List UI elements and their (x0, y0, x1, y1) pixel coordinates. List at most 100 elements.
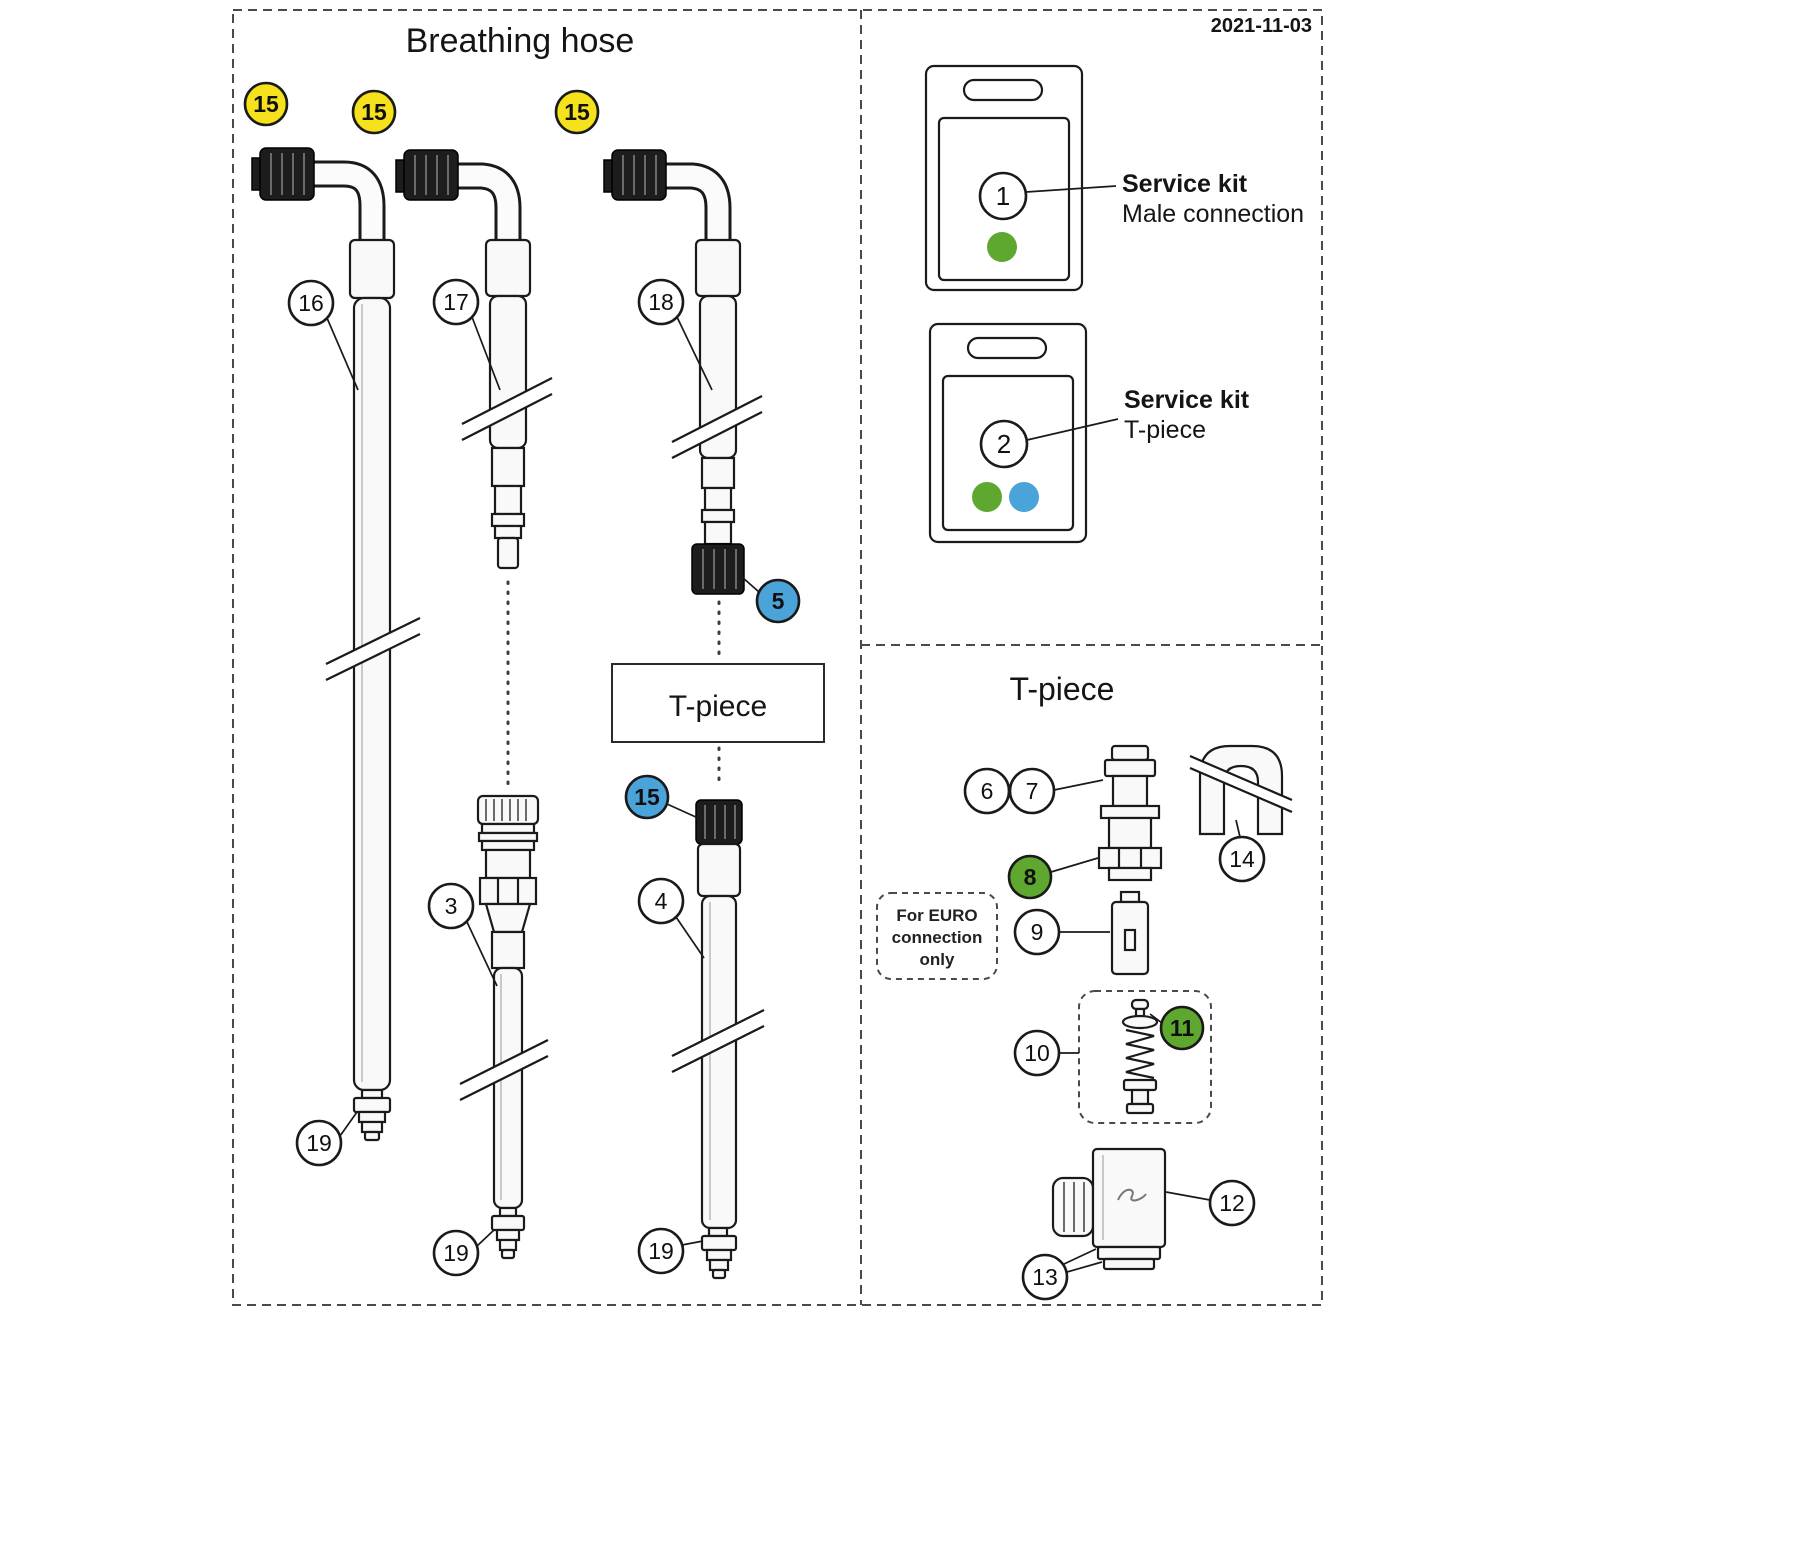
callout-4: 4 (637, 877, 705, 959)
callout-circle (637, 877, 685, 925)
blue-dot (1009, 482, 1039, 512)
callout-11: 11 (1149, 1005, 1205, 1051)
breathing-hose-title: Breathing hose (406, 22, 635, 60)
callout-circle (351, 89, 397, 135)
callout-circle (1021, 1253, 1069, 1301)
hose-body (488, 294, 528, 450)
break-line (461, 377, 553, 425)
service-kit-panel: 1 Service kit Male connection 2 Service … (924, 64, 1304, 544)
callout-label: 18 (648, 289, 674, 315)
hose-body (700, 894, 738, 1230)
euro-note-box (876, 892, 998, 980)
kit-subtitle: T-piece (1124, 416, 1206, 444)
break-line (671, 1025, 765, 1073)
callout-15-hose18: 15 (554, 89, 600, 135)
callout-label: 12 (1219, 1190, 1245, 1216)
callout-label: 7 (1026, 778, 1039, 804)
callout-circle (432, 1229, 480, 1277)
kit-title: Service kit (1124, 386, 1250, 414)
callout-label: 15 (361, 99, 387, 125)
callout-circle (295, 1119, 343, 1167)
kit-package (924, 64, 1084, 292)
hang-slot (966, 336, 1048, 360)
callout-circle (427, 882, 475, 930)
callout-18: 18 (637, 278, 713, 391)
kit-subtitle: Male connection (1122, 200, 1304, 228)
break-line (671, 395, 763, 443)
callout-14: 14 (1218, 819, 1266, 883)
elbow-tube-fill (314, 163, 383, 242)
callout-label: 15 (634, 784, 660, 810)
callout-label: 8 (1024, 864, 1037, 890)
valve-housing-drawing (1110, 890, 1150, 976)
callout-label: 15 (564, 99, 590, 125)
callout-12: 12 (1165, 1179, 1256, 1227)
hose-18-drawing: T-piece (603, 149, 825, 1280)
callout-19-hose18: 19 (637, 1227, 704, 1275)
callout-label: 11 (1170, 1015, 1195, 1041)
euro-note-line1: For EURO (896, 906, 977, 925)
callout-15-tpiece: 15 (624, 774, 699, 820)
kit-window (937, 116, 1071, 282)
callout-label: 15 (253, 91, 279, 117)
callout-label: 5 (772, 588, 785, 614)
callout-circle (1218, 835, 1266, 883)
elbow-nut (259, 147, 315, 201)
callout-19-hose17: 19 (432, 1229, 495, 1277)
callout-circle (1007, 854, 1053, 900)
end-fitting (360, 1088, 384, 1100)
callout-circle (978, 171, 1028, 221)
callout-label: 16 (298, 290, 324, 316)
logo-mark (1117, 1188, 1147, 1202)
callout-circle (979, 419, 1029, 469)
hose-sleeve (484, 238, 532, 298)
callout-6: 6 (963, 767, 1011, 815)
hose-sleeve (348, 238, 396, 300)
break-line (325, 633, 421, 681)
callout-circle (637, 278, 685, 326)
callout-label: 13 (1032, 1264, 1058, 1290)
callout-3: 3 (427, 882, 498, 987)
kit-title: Service kit (1122, 170, 1248, 198)
callout-label: 4 (655, 888, 668, 914)
callout-circle (1013, 1029, 1061, 1077)
callout-circle (287, 279, 335, 327)
callout-5: 5 (741, 576, 801, 624)
callout-10: 10 (1013, 1029, 1079, 1077)
breathing-hose-panel: Breathing hose (243, 22, 825, 1280)
callout-circle (1013, 908, 1061, 956)
callout-circle (554, 89, 600, 135)
callout-label: 6 (981, 778, 994, 804)
callout-label: 10 (1024, 1040, 1050, 1066)
callout-label: 17 (443, 289, 469, 315)
break-line (325, 617, 421, 665)
hose-body (492, 966, 524, 1210)
kit-number: 1 (996, 181, 1010, 211)
callout-label: 19 (443, 1240, 469, 1266)
callout-circle (432, 278, 480, 326)
break-line (459, 1055, 549, 1101)
t-piece-title: T-piece (1010, 671, 1115, 707)
callout-9: 9 (1013, 908, 1110, 956)
callout-circle (1159, 1005, 1205, 1051)
revision-date: 2021-11-03 (1211, 15, 1312, 37)
valve-pin (1130, 998, 1150, 1011)
euro-note-line2: connection (892, 928, 983, 947)
hose-body (352, 296, 392, 1092)
t-piece-panel: T-piece For EURO (876, 671, 1293, 1301)
break-line (671, 1009, 765, 1057)
kit-window (941, 374, 1075, 532)
spring (1125, 1028, 1155, 1080)
break-line (1189, 766, 1293, 814)
elbow-housing-drawing (1051, 1147, 1167, 1271)
callout-label: 14 (1229, 846, 1255, 872)
callout-circle (243, 81, 289, 127)
male-plug-drawing (1097, 744, 1163, 882)
coupling-hex (478, 876, 538, 906)
euro-note-line3: only (920, 950, 955, 969)
kit-package (928, 322, 1088, 544)
end-fitting (707, 1226, 729, 1238)
callout-circle (624, 774, 670, 820)
